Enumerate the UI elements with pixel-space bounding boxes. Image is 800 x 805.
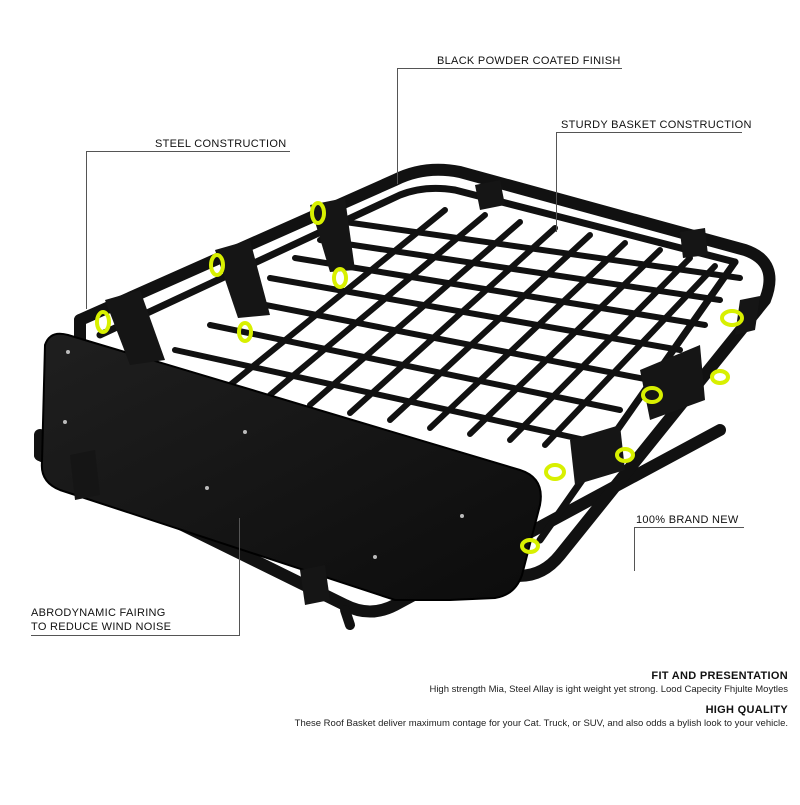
fairing-bolts [63,350,464,559]
callout-fairing-line1: ABRODYNAMIC FAIRING [31,607,166,619]
callout-black-powder: BLACK POWDER COATED FINISH [437,55,621,67]
quality-title: HIGH QUALITY [705,704,788,716]
callout-brand-new: 100% BRAND NEW [636,514,739,526]
info-quality: HIGH QUALITY These Roof Basket deliver m… [295,704,788,729]
leader-line [634,527,744,528]
quality-text: These Roof Basket deliver maximum contag… [294,718,788,729]
accent-rings [95,201,744,554]
leader-line [86,151,87,309]
leader-line [634,527,635,571]
fit-title: FIT AND PRESENTATION [651,670,788,682]
leader-line [556,132,742,133]
leader-line [556,132,557,232]
callout-sturdy-basket: STURDY BASKET CONSTRUCTION [561,119,752,131]
wind-fairing [40,332,542,601]
leader-line [31,635,240,636]
lower-frame [34,424,726,630]
top-frame [74,163,776,582]
leader-line [397,68,622,69]
leader-line [86,151,290,152]
leader-line [397,68,398,184]
callout-steel: STEEL CONSTRUCTION [155,138,287,150]
leader-line [239,518,240,636]
callout-fairing-line2: TO REDUCE WIND NOISE [31,621,172,633]
fit-text: High strength Mia, Steel Allay is ight w… [429,684,788,695]
floor-grid [172,207,743,448]
info-fit: FIT AND PRESENTATION High strength Mia, … [429,670,788,695]
